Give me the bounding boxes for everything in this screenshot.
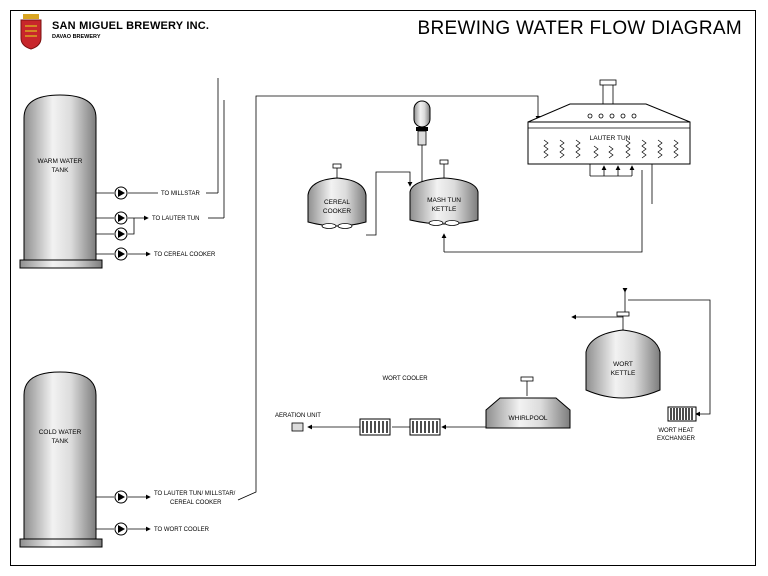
aeration-unit: AERATION UNIT: [275, 413, 321, 432]
pump-icon: [114, 490, 128, 504]
aeration-label: AERATION UNIT: [275, 413, 321, 419]
cold-tank-label-2: TANK: [52, 438, 70, 445]
company-name: SAN MIGUEL BREWERY INC.: [52, 20, 210, 32]
agitator-icon: [321, 223, 353, 229]
wort-kettle: WORT KETTLE: [585, 288, 661, 399]
cereal-cooker-label-2: COOKER: [323, 208, 351, 215]
cereal-cooker-label: CEREAL: [324, 199, 350, 206]
division-name: DAVAO BREWERY: [52, 34, 101, 40]
flow-label-wort-cooler: TO WORT COOLER: [154, 527, 210, 533]
diagram-frame: [10, 10, 756, 566]
pump-icon: [114, 522, 128, 536]
cereal-cooker: CEREAL COOKER: [307, 163, 367, 229]
pump-icon: [114, 211, 128, 225]
heat-exchanger-label: WORT HEAT: [658, 428, 694, 434]
whirlpool: WHIRLPOOL: [485, 376, 571, 429]
mash-tun-label-2: KETTLE: [432, 206, 457, 213]
flow-label-multi: TO LAUTER TUN/ MILLSTAR/: [154, 491, 236, 497]
agitator-icon: [428, 220, 460, 226]
cold-water-tank: COLD WATER TANK: [19, 371, 103, 548]
mash-tun-kettle: MASH TUN KETTLE: [409, 100, 479, 226]
mixer-motor: [413, 100, 431, 128]
mash-tun-label: MASH TUN: [427, 197, 461, 204]
cold-tank-label: COLD WATER: [39, 429, 82, 436]
pump-icon: [114, 247, 128, 261]
pump-icon: [114, 227, 128, 241]
wort-kettle-label-2: KETTLE: [611, 370, 636, 377]
cold-pumps: [114, 490, 128, 536]
flow-label-multi-2: CEREAL COOKER: [170, 500, 222, 506]
warm-tank-label: WARM WATER: [38, 158, 83, 165]
wort-kettle-label: WORT: [613, 361, 633, 368]
mash-to-lauter-line: [444, 170, 643, 253]
pump-icon: [114, 186, 128, 200]
wort-heat-exchanger: WORT HEAT EXCHANGER: [657, 406, 697, 442]
warm-pumps: [114, 186, 128, 261]
lauter-tun: LAUTER TUN: [527, 79, 691, 204]
cooker-to-mash-line: [366, 171, 413, 236]
heat-exchanger-label-2: EXCHANGER: [657, 436, 696, 442]
kettle-to-exchanger-line: [628, 299, 711, 417]
lauter-tun-label: LAUTER TUN: [590, 135, 631, 142]
wort-cooler: WORT COOLER: [359, 376, 441, 436]
flow-label-lauter: TO LAUTER TUN: [152, 216, 199, 222]
flow-label-cereal: TO CEREAL COOKER: [154, 252, 216, 258]
warm-tank-label-2: TANK: [52, 167, 70, 174]
whirlpool-label: WHIRLPOOL: [508, 415, 547, 422]
lauter-rakes: [543, 139, 679, 159]
flow-label-millstar: TO MILLSTAR: [161, 191, 200, 197]
brewery-crest-icon: [20, 14, 42, 50]
page-title: BREWING WATER FLOW DIAGRAM: [417, 18, 742, 39]
cold-outlet-lines: [96, 95, 541, 532]
warm-water-tank: WARM WATER TANK: [19, 94, 103, 269]
wort-cooler-label: WORT COOLER: [382, 376, 428, 382]
warm-outlet-lines: [96, 78, 225, 257]
